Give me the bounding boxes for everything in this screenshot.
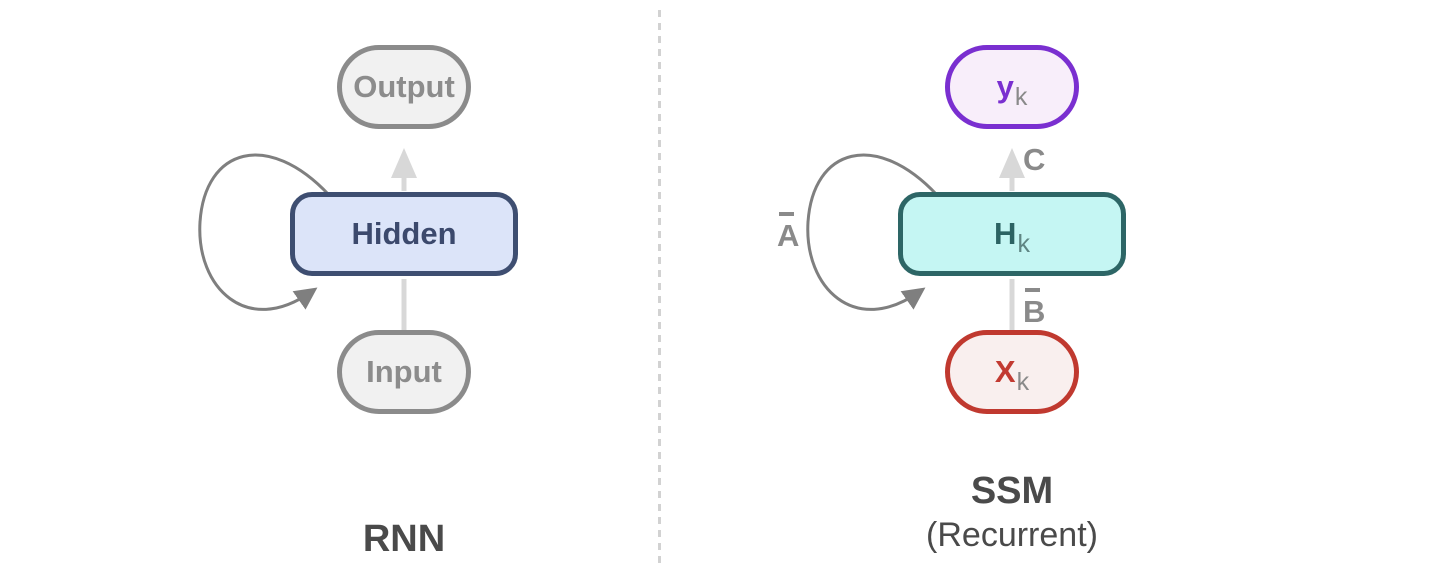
edge-label-b-bar: B — [1023, 288, 1045, 327]
rnn-hidden-to-output-arrow — [391, 148, 417, 191]
rnn-hidden-label: Hidden — [351, 216, 457, 251]
rnn-output-node: Output — [337, 45, 471, 129]
edge-label-a-bar: A — [777, 212, 799, 251]
ssm-x-label: X — [994, 354, 1016, 389]
ssm-y-label: y — [996, 69, 1014, 104]
edge-label-c: C — [1023, 142, 1046, 177]
rnn-input-node: Input — [337, 330, 471, 414]
rnn-input-label: Input — [366, 354, 442, 389]
rnn-title: RNN — [362, 518, 446, 560]
rnn-output-label: Output — [353, 69, 455, 104]
panel-divider — [658, 10, 661, 569]
ssm-y-subscript: k — [1014, 82, 1028, 111]
rnn-self-loop-arrow — [198, 153, 331, 311]
ssm-subtitle: (Recurrent) — [926, 516, 1098, 554]
ssm-self-loop-arrow — [806, 153, 939, 311]
ssm-h-subscript: k — [1017, 229, 1030, 258]
ssm-h-to-y-arrow — [999, 148, 1025, 191]
ssm-x-subscript: k — [1016, 367, 1030, 396]
rnn-hidden-node: Hidden — [290, 192, 518, 276]
ssm-title: SSM — [970, 470, 1054, 512]
ssm-h-label: H — [994, 216, 1017, 251]
